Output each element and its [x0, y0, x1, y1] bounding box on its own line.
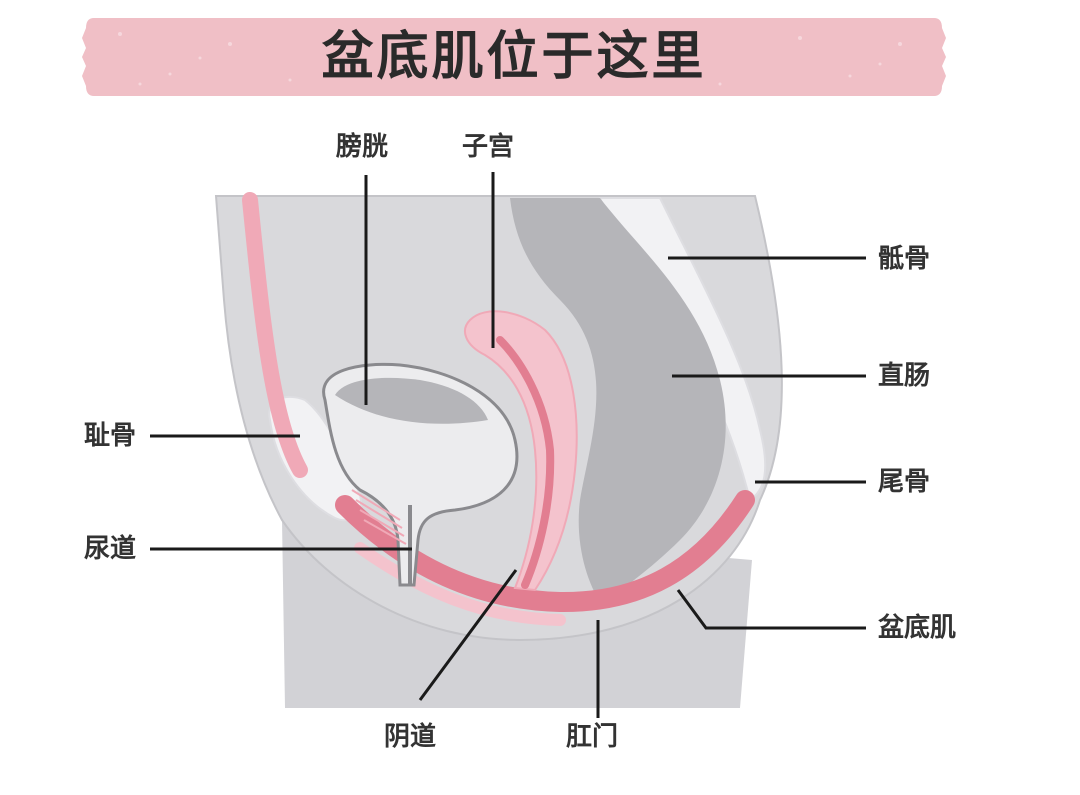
banner-background: [82, 18, 946, 96]
label-coccyx: 尾骨: [878, 467, 931, 497]
label-urethra: 尿道: [84, 534, 137, 564]
uterus: [464, 310, 578, 592]
label-sacrum: 骶骨: [878, 244, 931, 274]
vagina-leader-line: [418, 569, 518, 701]
label-pubic-bone: 耻骨: [84, 421, 137, 451]
label-pelvic-floor: 盆底肌: [878, 613, 957, 643]
label-rectum: 直肠: [878, 361, 931, 391]
bladder-contents: [335, 377, 488, 424]
label-uterus: 子宫: [462, 132, 515, 162]
label-anus: 肛门: [566, 722, 619, 752]
rectum: [510, 198, 726, 605]
label-bladder: 膀胱: [336, 132, 389, 162]
page-title: 盆底肌位于这里: [321, 27, 707, 87]
perineal-tissue: [354, 542, 566, 626]
title-banner: 盆底肌位于这里: [80, 14, 948, 100]
sphincter-hatch: [351, 489, 407, 545]
vaginal-canal: [496, 336, 555, 589]
pelvic-floor-leader-line: [676, 589, 866, 630]
label-vagina: 阴道: [384, 722, 437, 752]
anterior-muscle-strip: [242, 192, 308, 478]
